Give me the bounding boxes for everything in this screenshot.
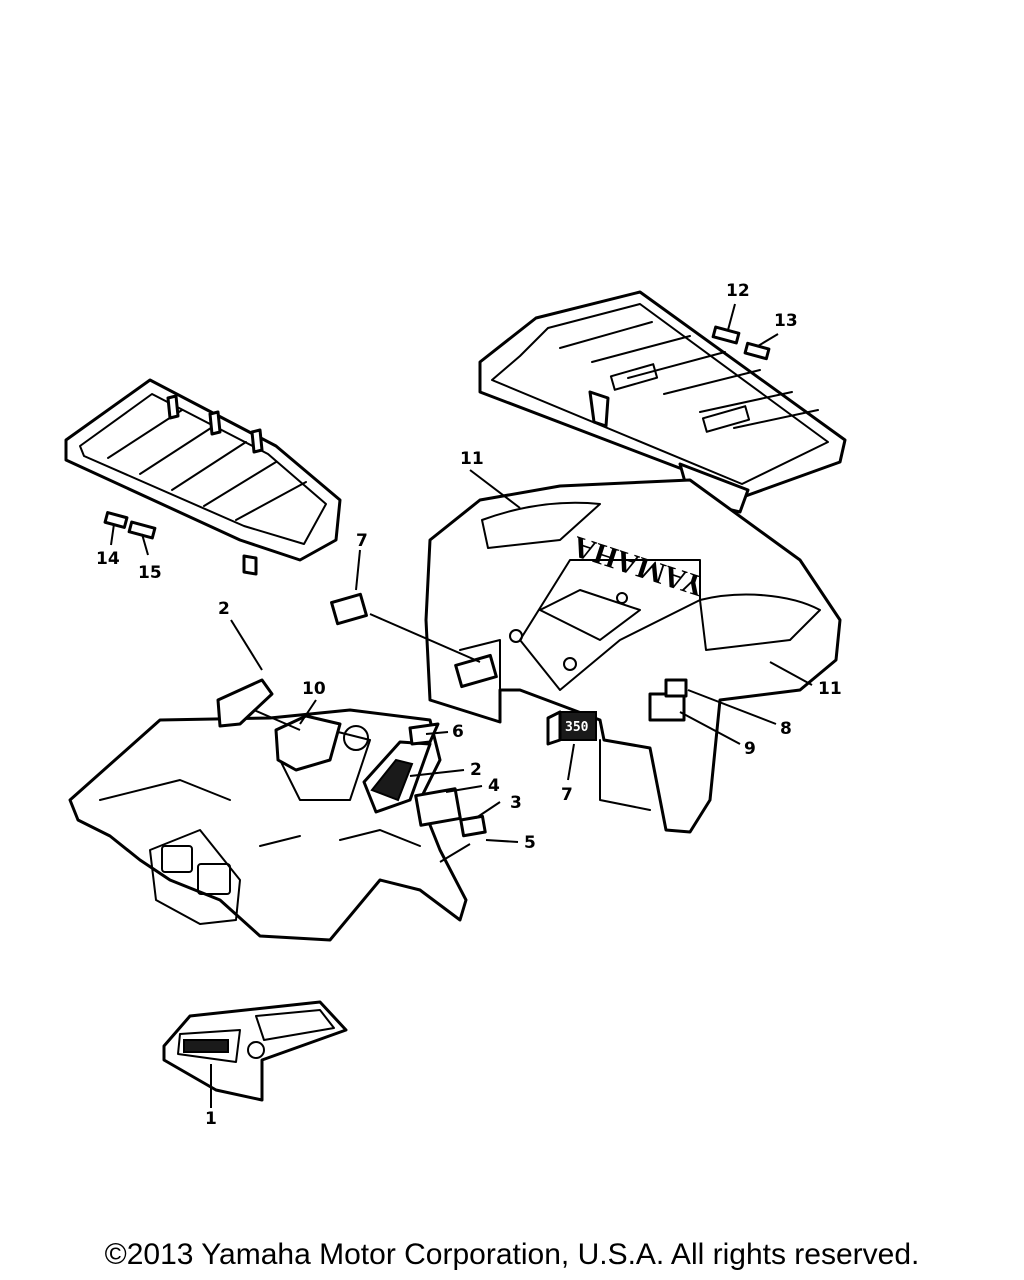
callout-2-left: 2 [218, 599, 230, 619]
callout-12: 12 [726, 281, 750, 301]
callout-2-right: 2 [470, 760, 482, 780]
model-badge-text: 350 [565, 720, 589, 735]
callout-14: 14 [96, 549, 120, 569]
callout-11-right: 11 [818, 679, 842, 699]
decal-2-left [216, 678, 274, 728]
callout-15: 15 [138, 563, 162, 583]
callout-1: 1 [205, 1109, 217, 1129]
rear-fender: YAMAHA 350 [424, 478, 842, 834]
leader-lines [110, 303, 813, 1108]
decal-4 [414, 787, 462, 827]
callout-labels: 12 13 14 15 11 11 7 7 2 2 10 6 4 3 5 8 9… [96, 281, 842, 1129]
front-carrier-rack [64, 378, 342, 576]
callout-3: 3 [510, 793, 522, 813]
front-panel-subassembly [162, 1000, 348, 1102]
decal-3 [459, 814, 487, 838]
decal-7-front [330, 592, 368, 626]
callout-5: 5 [524, 833, 536, 853]
callout-7-rear: 7 [561, 785, 573, 805]
callout-7-front: 7 [356, 531, 368, 551]
decal-14 [103, 511, 129, 529]
front-fender [68, 592, 487, 942]
decal-13 [743, 341, 771, 361]
decal-12 [711, 325, 741, 345]
decal-6 [408, 722, 440, 746]
reflector-8 [664, 678, 688, 698]
callout-4: 4 [488, 776, 500, 796]
decal-15 [127, 520, 157, 540]
parts-diagram: YAMAHA 350 [64, 281, 847, 1129]
callout-6: 6 [452, 722, 464, 742]
decal-7-rear [454, 653, 498, 689]
callout-8: 8 [780, 719, 792, 739]
callout-11-top: 11 [460, 449, 484, 469]
callout-13: 13 [774, 311, 798, 331]
reflector-9 [648, 692, 686, 722]
callout-9: 9 [744, 739, 756, 759]
model-badge [559, 711, 597, 741]
rear-carrier-rack [478, 290, 847, 514]
copyright-notice: ©2013 Yamaha Motor Corporation, U.S.A. A… [104, 1238, 920, 1271]
callout-10: 10 [302, 679, 326, 699]
